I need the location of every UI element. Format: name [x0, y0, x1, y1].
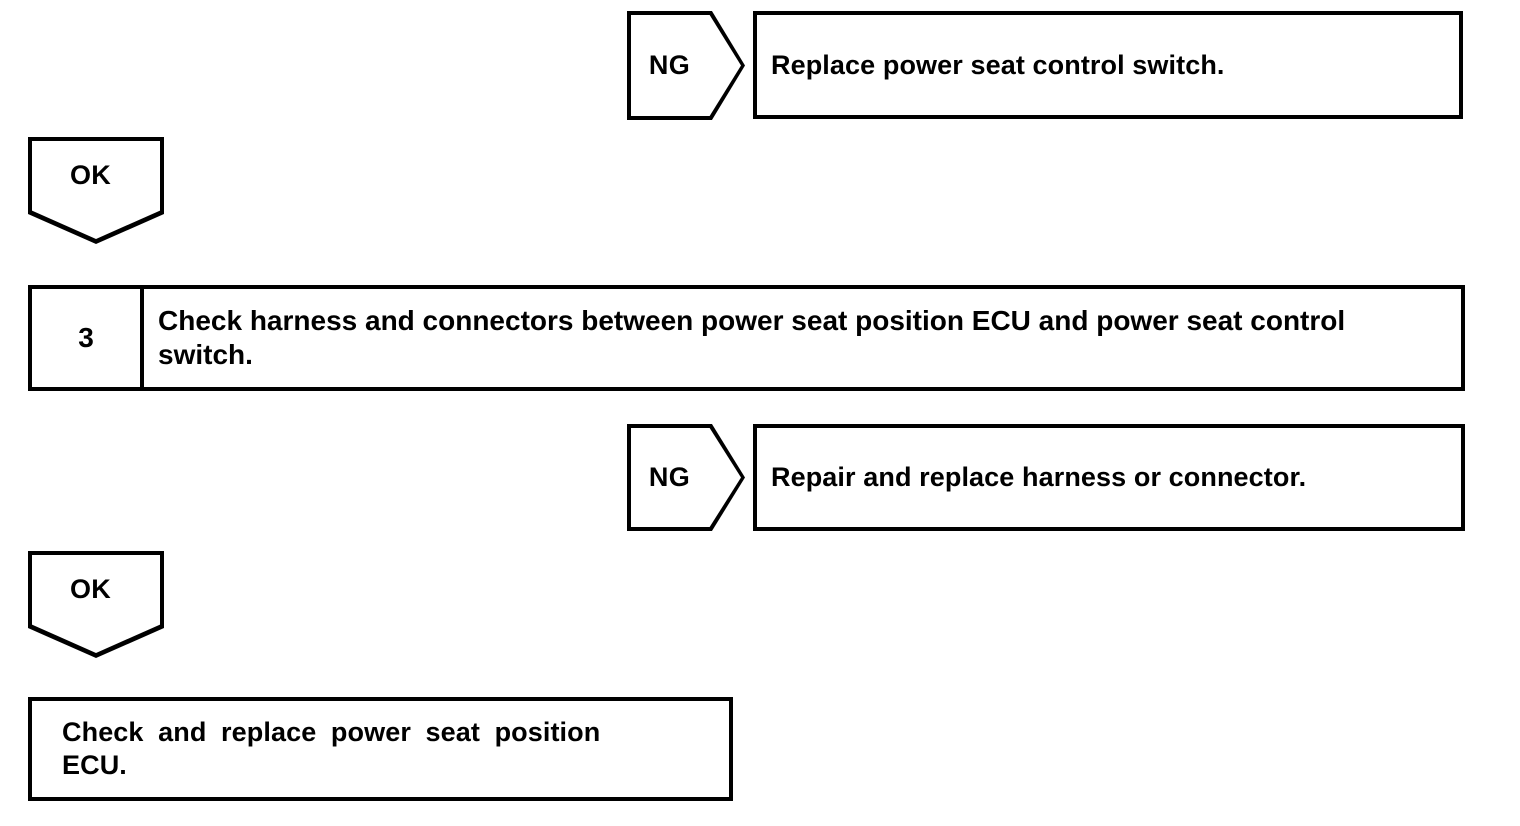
- ok-connector-2: OK: [28, 551, 164, 658]
- ok-connector-2-label: OK: [70, 574, 112, 605]
- ok-connector-1-label: OK: [70, 160, 112, 191]
- action-box-repair-harness-text: Repair and replace harness or connector.: [771, 462, 1307, 493]
- step-box-3-body: Check harness and connectors between pow…: [144, 289, 1461, 387]
- action-box-check-replace-ecu-text: Check and replace power seat position EC…: [32, 716, 729, 782]
- step-box-3-text: Check harness and connectors between pow…: [158, 305, 1346, 370]
- ng-connector-1: NG: [627, 11, 745, 120]
- ng-connector-2: NG: [627, 424, 745, 531]
- action-box-check-replace-ecu: Check and replace power seat position EC…: [28, 697, 733, 801]
- action-box-repair-harness: Repair and replace harness or connector.: [753, 424, 1465, 531]
- step-box-3: 3 Check harness and connectors between p…: [28, 285, 1465, 391]
- action-box-replace-switch: Replace power seat control switch.: [753, 11, 1463, 119]
- step-box-3-number: 3: [32, 289, 144, 387]
- action-box-check-replace-ecu-line-2: ECU.: [62, 750, 127, 780]
- ng-connector-1-label: NG: [648, 50, 691, 80]
- ok-connector-1: OK: [28, 137, 164, 244]
- ng-connector-2-label: NG: [648, 462, 691, 492]
- action-box-check-replace-ecu-line-1: Check and replace power seat position: [62, 717, 601, 748]
- action-box-replace-switch-text: Replace power seat control switch.: [771, 49, 1225, 80]
